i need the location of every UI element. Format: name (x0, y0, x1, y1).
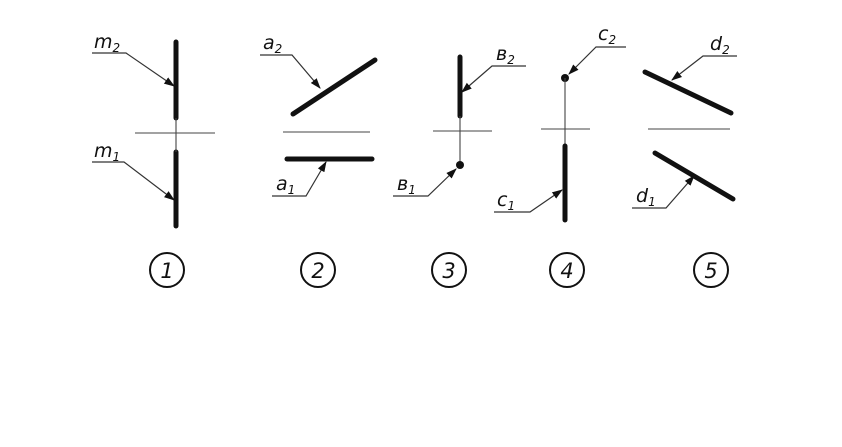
leader-b2 (461, 65, 526, 93)
figure-number: 4 (560, 259, 573, 283)
figure-4: c2 c1 4 (494, 23, 626, 288)
leader-b1 (393, 168, 457, 197)
figure-number: 1 (160, 259, 173, 283)
figure-number-circle (431, 252, 467, 288)
figure-number-circle (149, 252, 185, 288)
label-a2: a2 (263, 32, 282, 56)
leader-c2 (568, 46, 626, 75)
line-a2-frontal (290, 57, 378, 117)
figure-number: 2 (311, 259, 324, 283)
figure-number: 3 (442, 259, 455, 283)
figure-number-circle (549, 252, 585, 288)
figure-5: d2 d1 5 (632, 33, 737, 288)
label-a1: a1 (276, 173, 295, 197)
leader-m1 (92, 161, 175, 201)
label-m1: m1 (94, 140, 120, 164)
figure-2: a2 a1 2 (260, 32, 378, 288)
figure-3: в2 в1 3 (393, 43, 526, 288)
label-d2: d2 (710, 33, 730, 57)
label-b1: в1 (397, 173, 416, 197)
leader-a1 (272, 161, 327, 197)
figure-number: 5 (704, 259, 717, 283)
figure-number-circle (693, 252, 729, 288)
label-d1: d1 (636, 185, 656, 209)
label-c2: c2 (598, 23, 616, 47)
leader-d2 (671, 55, 737, 81)
label-m2: m2 (94, 31, 120, 55)
label-b2: в2 (496, 43, 515, 67)
point-b1 (456, 161, 464, 169)
leader-m2 (92, 52, 175, 87)
leader-c1 (494, 189, 563, 213)
leader-a2 (260, 54, 321, 89)
leader-d1 (632, 175, 695, 209)
figure-number-circle (300, 252, 336, 288)
line-d2-frontal (642, 69, 734, 116)
label-c1: c1 (497, 189, 515, 213)
figure-1: m2 m1 1 (92, 31, 215, 288)
